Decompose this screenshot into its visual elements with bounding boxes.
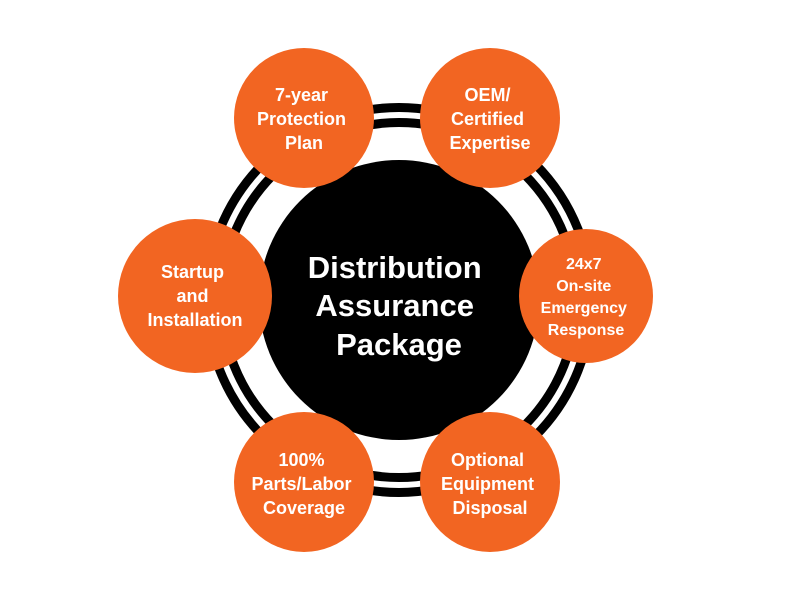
node-label-line: Certified (451, 109, 524, 129)
node-label-line: 24x7 (566, 256, 602, 273)
center-title-line-2: Assurance (315, 288, 474, 323)
node-label-line: Expertise (449, 133, 530, 153)
center-circle (259, 160, 539, 440)
node-circle (420, 48, 560, 188)
center-title-line-3: Package (336, 327, 462, 362)
node-startup-installation: Startup and Installation (118, 219, 272, 373)
node-emergency-response: 24x7 On-site Emergency Response (519, 229, 653, 363)
node-label-line: 100% (278, 450, 324, 470)
node-label: 24x7 On-site Emergency Response (541, 256, 632, 339)
center-hub: Distribution Assurance Package (259, 160, 539, 440)
node-label-line: Startup (161, 262, 224, 282)
node-label-line: On-site (556, 278, 611, 295)
node-label-line: and (176, 286, 208, 306)
node-protection-plan: 7-year Protection Plan (234, 48, 374, 188)
node-oem-expertise: OEM/ Certified Expertise (420, 48, 560, 188)
node-label: 7-year Protection Plan (257, 85, 351, 153)
node-parts-labor: 100% Parts/Labor Coverage (234, 412, 374, 552)
node-label-line: OEM/ (464, 85, 510, 105)
node-label-line: Parts/Labor (251, 474, 351, 494)
node-label-line: Equipment (441, 474, 534, 494)
node-circle (234, 48, 374, 188)
node-label: Startup and Installation (147, 262, 242, 330)
node-circle (234, 412, 374, 552)
node-label: Optional Equipment Disposal (441, 450, 539, 518)
node-label-line: Installation (147, 310, 242, 330)
center-title: Distribution Assurance Package (308, 250, 491, 362)
node-label-line: Response (548, 322, 625, 339)
node-circle (118, 219, 272, 373)
node-label-line: 7-year (275, 85, 328, 105)
node-label-line: Coverage (263, 498, 345, 518)
node-label-line: Emergency (541, 300, 627, 317)
node-label-line: Protection (257, 109, 346, 129)
node-label: OEM/ Certified Expertise (449, 85, 530, 153)
node-circle (420, 412, 560, 552)
node-label-line: Disposal (452, 498, 527, 518)
center-title-line-1: Distribution (308, 250, 482, 285)
node-label-line: Optional (451, 450, 524, 470)
node-label: 100% Parts/Labor Coverage (251, 450, 356, 518)
node-label-line: Plan (285, 133, 323, 153)
node-circle (519, 229, 653, 363)
node-equipment-disposal: Optional Equipment Disposal (420, 412, 560, 552)
